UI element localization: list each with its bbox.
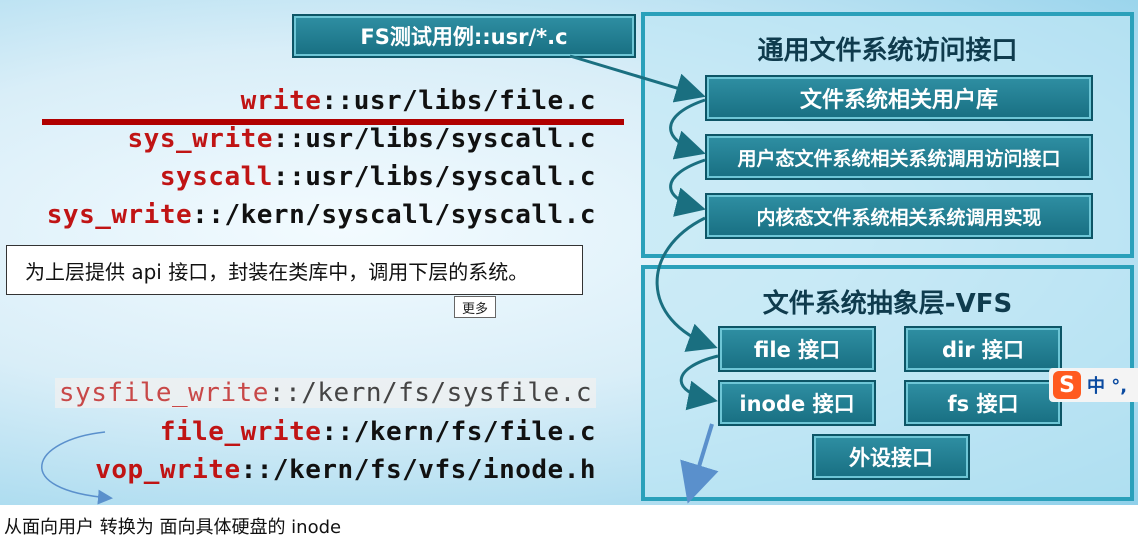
code-line-sys-write-kern: sys_write::/kern/syscall/syscall.c — [46, 200, 596, 230]
sogou-logo-icon[interactable]: S — [1053, 371, 1081, 399]
device-interface-box: 外设接口 — [812, 434, 970, 480]
code-line-file-write: file_write::/kern/fs/file.c — [159, 417, 596, 447]
general-panel-title: 通用文件系统访问接口 — [757, 36, 1018, 66]
user-lib-box: 文件系统相关用户库 — [705, 75, 1093, 121]
vfs-panel-title: 文件系统抽象层-VFS — [762, 289, 1013, 319]
arrow-user-to-kernel-syscall — [669, 158, 706, 217]
flow-arrows — [41, 54, 719, 505]
arrow-fs-test-to-lib — [569, 54, 706, 103]
red-underline — [42, 119, 624, 125]
code-line-sys-write-user: sys_write::usr/libs/syscall.c — [127, 124, 596, 154]
arrow-kernel-to-file — [655, 216, 718, 352]
annotation-tooltip: 为上层提供 api 接口，封装在类库中，调用下层的系统。 — [6, 245, 583, 295]
code-line-syscall: syscall::usr/libs/syscall.c — [159, 162, 596, 192]
fs-interface-box: fs 接口 — [904, 380, 1062, 426]
arrow-lib-to-user-syscall — [669, 98, 706, 160]
fs-test-box: FS测试用例::usr/*.c — [292, 14, 636, 58]
arrow-curve-left — [41, 431, 113, 505]
kernel-syscall-box: 内核态文件系统相关系统调用实现 — [705, 193, 1093, 239]
file-interface-box: file 接口 — [718, 326, 876, 372]
lecture-slide: write::usr/libs/file.c sys_write::usr/li… — [0, 0, 1138, 505]
inode-interface-box: inode 接口 — [718, 380, 876, 426]
tooltip-text: 为上层提供 api 接口，封装在类库中，调用下层的系统。 — [25, 259, 529, 284]
arrow-file-to-inode — [679, 354, 719, 411]
arrow-inode-down — [680, 423, 719, 504]
caption-text: 从面向用户 转换为 面向具体硬盘的 inode — [4, 517, 342, 538]
user-syscall-box: 用户态文件系统相关系统调用访问接口 — [705, 134, 1093, 180]
dir-interface-box: dir 接口 — [904, 326, 1062, 372]
ime-status-bar[interactable]: S 中 °, — [1049, 368, 1138, 402]
code-line-vop-write: vop_write::/kern/fs/vfs/inode.h — [95, 455, 596, 485]
code-line-sysfile-write: sysfile_write::/kern/fs/sysfile.c — [54, 378, 596, 408]
ime-mode-label[interactable]: 中 °, — [1087, 376, 1128, 397]
code-line-write: write::usr/libs/file.c — [240, 86, 596, 116]
more-button[interactable]: 更多 — [454, 296, 496, 318]
